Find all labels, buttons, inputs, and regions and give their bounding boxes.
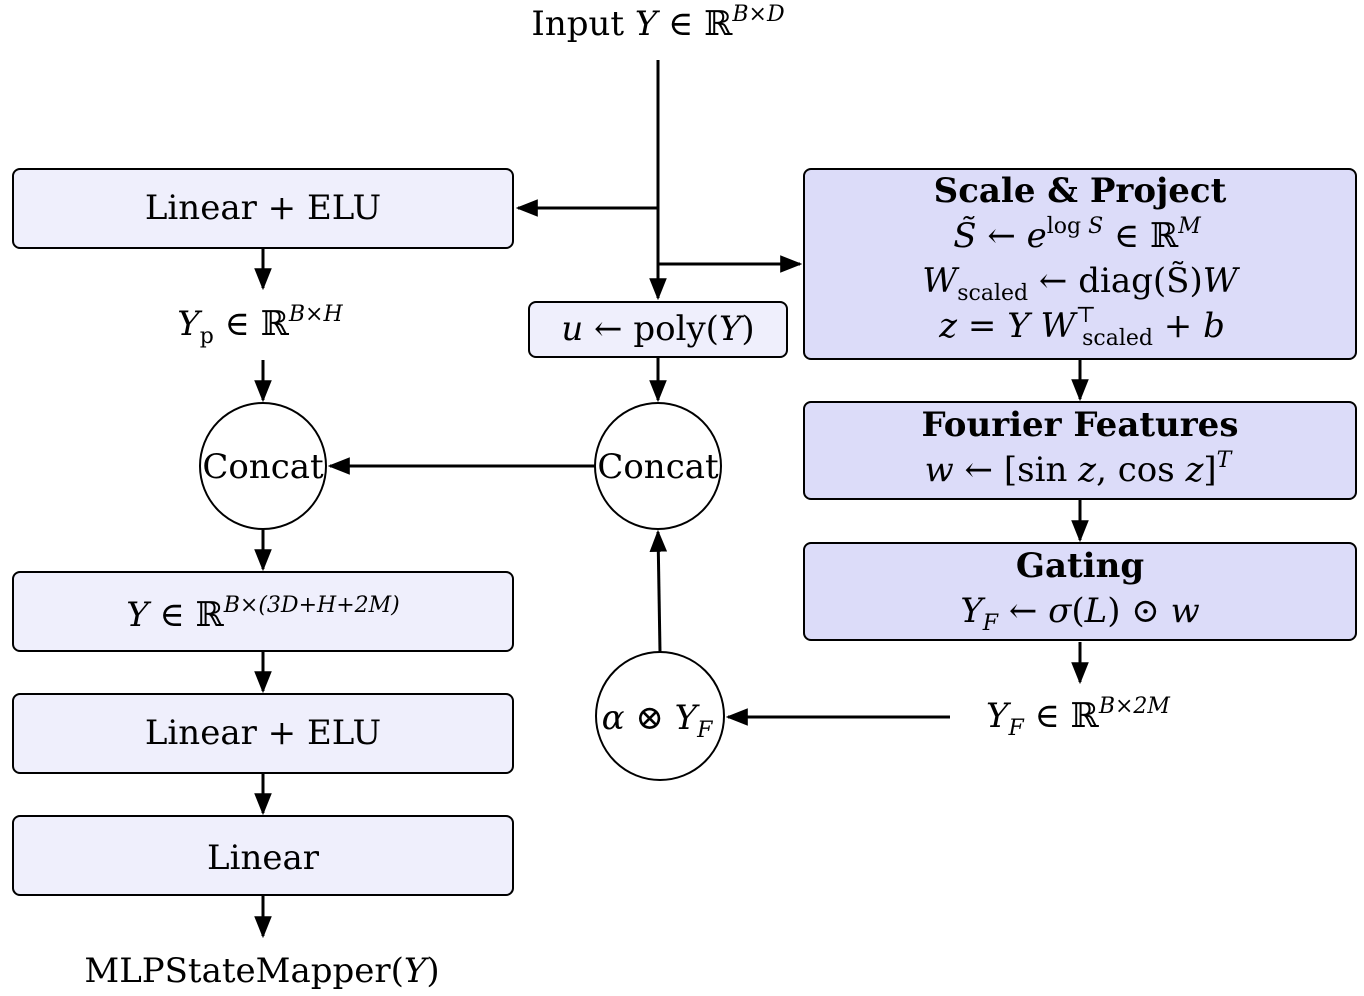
gating-box: [803, 542, 1357, 641]
poly-label: u ← poly(Y): [561, 309, 754, 349]
linear-box: [12, 815, 514, 896]
concat-output-label: Y ∈ ℝB×(3D+H+2M): [126, 593, 399, 635]
linear-elu-label-1: Linear + ELU: [145, 188, 381, 228]
output-label: MLPStateMapper(Y): [84, 951, 439, 991]
scale-project-line-2: Wscaled ← diag(S̃)W: [922, 261, 1240, 306]
fourier-features-line: w ← [sin z, cos z]T: [925, 448, 1234, 490]
fourier-features-title: Fourier Features: [922, 405, 1239, 445]
linear-label: Linear: [207, 838, 320, 878]
linear-elu-label-2: Linear + ELU: [145, 713, 381, 753]
scale-project-box: [803, 168, 1357, 360]
yp-label: Yp ∈ ℝB×H: [177, 302, 343, 349]
concat-node-middle: [594, 402, 722, 530]
alpha-product-node: [595, 651, 725, 781]
linear-elu-box-1: [12, 168, 514, 249]
linear-elu-box-2: [12, 693, 514, 774]
poly-box: [528, 301, 788, 358]
concat-node-left: [199, 402, 327, 530]
concat-label-middle: Concat: [597, 447, 719, 487]
alpha-product-label: α ⊗ YF: [602, 698, 714, 743]
scale-project-line-1: S̃ ← elog S ∈ ℝM: [953, 214, 1201, 256]
concat-output-box: [12, 571, 514, 652]
concat-label-left: Concat: [202, 447, 324, 487]
edge-alpha-to-concat: [649, 529, 668, 653]
gating-line: YF ← σ(L) ⊙ w: [960, 591, 1199, 636]
gating-title: Gating: [1016, 546, 1144, 586]
yf-label: YF ∈ ℝB×2M: [986, 694, 1170, 741]
input-label: Input Y ∈ ℝB×D: [531, 2, 785, 44]
scale-project-line-3: z = Y W⊤scaled + b: [938, 303, 1225, 351]
edges: [254, 60, 1089, 939]
scale-project-title: Scale & Project: [934, 171, 1227, 211]
fourier-features-box: [803, 401, 1357, 500]
